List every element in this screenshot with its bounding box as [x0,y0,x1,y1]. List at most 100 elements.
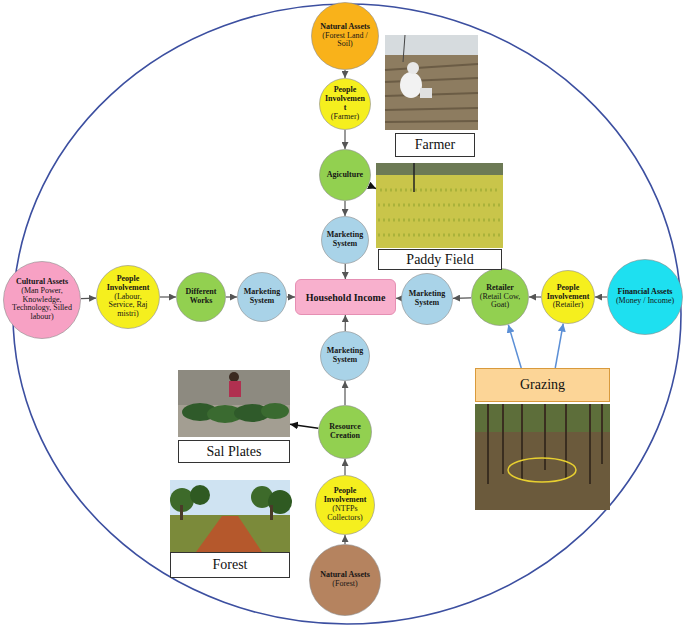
asset-circle: Cultural Assets(Man Power, Knowledge, Te… [3,261,81,339]
node-text: Natural Assets [317,23,373,32]
circle-fill [608,260,683,335]
circle-fill [320,79,371,130]
marketing-circle: Marketing System [237,272,287,322]
flow-arrow [344,130,345,149]
paddy-field-photo [376,163,503,248]
flow-arrow [344,381,345,405]
text-stack: Resource Creation [323,423,367,441]
caption-box: Sal Plates [178,440,290,463]
grazing-photo [475,404,610,510]
text-stack: Natural Assets(Forest Land / Soil) [317,23,373,50]
node-text: Marketing System [325,231,364,249]
marketing-circle: Marketing System [401,273,453,325]
flow-arrow [529,296,541,297]
node-text: Marketing System [242,288,283,306]
node-text: (Man Power, Knowledge, Technology, Sille… [10,287,74,323]
flow-arrow [344,535,345,544]
node-text: Natural Assets [315,571,374,580]
text-stack: Retailer(Retail Cow, Goat) [476,284,524,311]
text-stack: Different Works [181,288,222,306]
text-stack: People Involvement(Labour, Service, Raj … [102,275,154,320]
marketing-circle: Marketing System [321,216,369,264]
node-text: (Retailer) [546,301,590,310]
text-stack: Marketing System [242,288,283,306]
circle-fill [542,271,595,324]
text-stack: People Involvement(NTFPs Collectors) [320,487,369,523]
caption-box: Paddy Field [378,249,502,270]
circle-fill [4,262,81,339]
activity-circle: Different Works [176,272,226,322]
photo-panel: Grazing [475,368,610,510]
node-text: Marketing System [406,290,449,308]
node-text: People Involvement [102,275,154,293]
node-text: People Involvement [546,284,590,302]
text-stack: People Involvement(Farmer) [324,86,367,122]
node-text: Financial Assets [614,288,676,297]
caption-box: Grazing [475,368,610,402]
text-stack: People Involvement(Retailer) [546,284,590,311]
node-text: Marketing System [325,347,366,365]
marketing-circle: Marketing System [320,331,370,381]
flow-arrow [287,296,295,297]
node-text: (Money / Income) [614,297,676,306]
text-stack: Cultural Assets(Man Power, Knowledge, Te… [10,278,74,323]
circle-fill [319,406,372,459]
flow-arrow [595,296,607,297]
text-stack: Agiculture [324,171,367,180]
node-text: Different Works [181,288,222,306]
text-stack: Marketing System [406,290,449,308]
flow-arrow [369,185,376,188]
flow-arrow [345,315,346,331]
circle-fill [312,3,379,70]
people-circle: People Involvement(Labour, Service, Raj … [96,265,160,329]
caption-box: Farmer [395,133,475,157]
activity-circle: Retailer(Retail Cow, Goat) [471,268,529,326]
photo-panel: Forest [170,480,290,578]
photo-panel: Sal Plates [178,370,290,463]
caption-box: Forest [170,552,290,578]
circle-fill [321,332,370,381]
node-text: Sal Plates [207,444,262,460]
node-text: Cultural Assets [10,278,74,287]
node-text: Forest [213,557,248,573]
asset-circle: Financial Assets(Money / Income) [607,259,683,335]
people-circle: People Involvement(Farmer) [319,78,371,130]
node-text: Resource Creation [323,423,367,441]
text-stack: Marketing System [325,231,364,249]
node-text: (Forest Land / Soil) [317,32,373,50]
flow-arrow [344,70,345,78]
flow-arrow [453,297,471,299]
node-text: People Involvement [320,487,369,505]
node-text: Farmer [415,137,455,153]
flow-arrow [290,424,318,428]
photo-panel: Farmer [385,35,478,157]
outer-circle [13,4,681,624]
asset-circle: Natural Assets(Forest) [309,544,381,616]
node-text: (Farmer) [324,113,367,122]
people-circle: People Involvement(NTFPs Collectors) [315,475,375,535]
activity-circle: Agiculture [319,149,371,201]
flow-arrow [396,298,401,299]
node-text: Retailer [476,284,524,293]
farmer-photo [385,35,478,130]
node-text: People Involvement [324,86,367,113]
flow-arrow [81,298,96,300]
flow-arrow [344,201,345,216]
circle-fill [316,476,375,535]
circle-fill [320,150,371,201]
flow-arrow [345,264,346,279]
circle-fill [472,269,529,326]
circle-fill [310,545,381,616]
circle-fill [238,273,287,322]
flow-arrow [226,296,237,297]
node-text: (Forest) [315,580,374,589]
asset-circle: Natural Assets(Forest Land / Soil) [311,2,379,70]
circle-fill [322,217,369,264]
income-box: Household Income [295,279,396,315]
flow-arrow [508,325,521,368]
text-stack: Marketing System [325,347,366,365]
node-text: (Retail Cow, Goat) [476,293,524,311]
circle-fill [402,274,453,325]
text-stack: Natural Assets(Forest) [315,571,374,589]
